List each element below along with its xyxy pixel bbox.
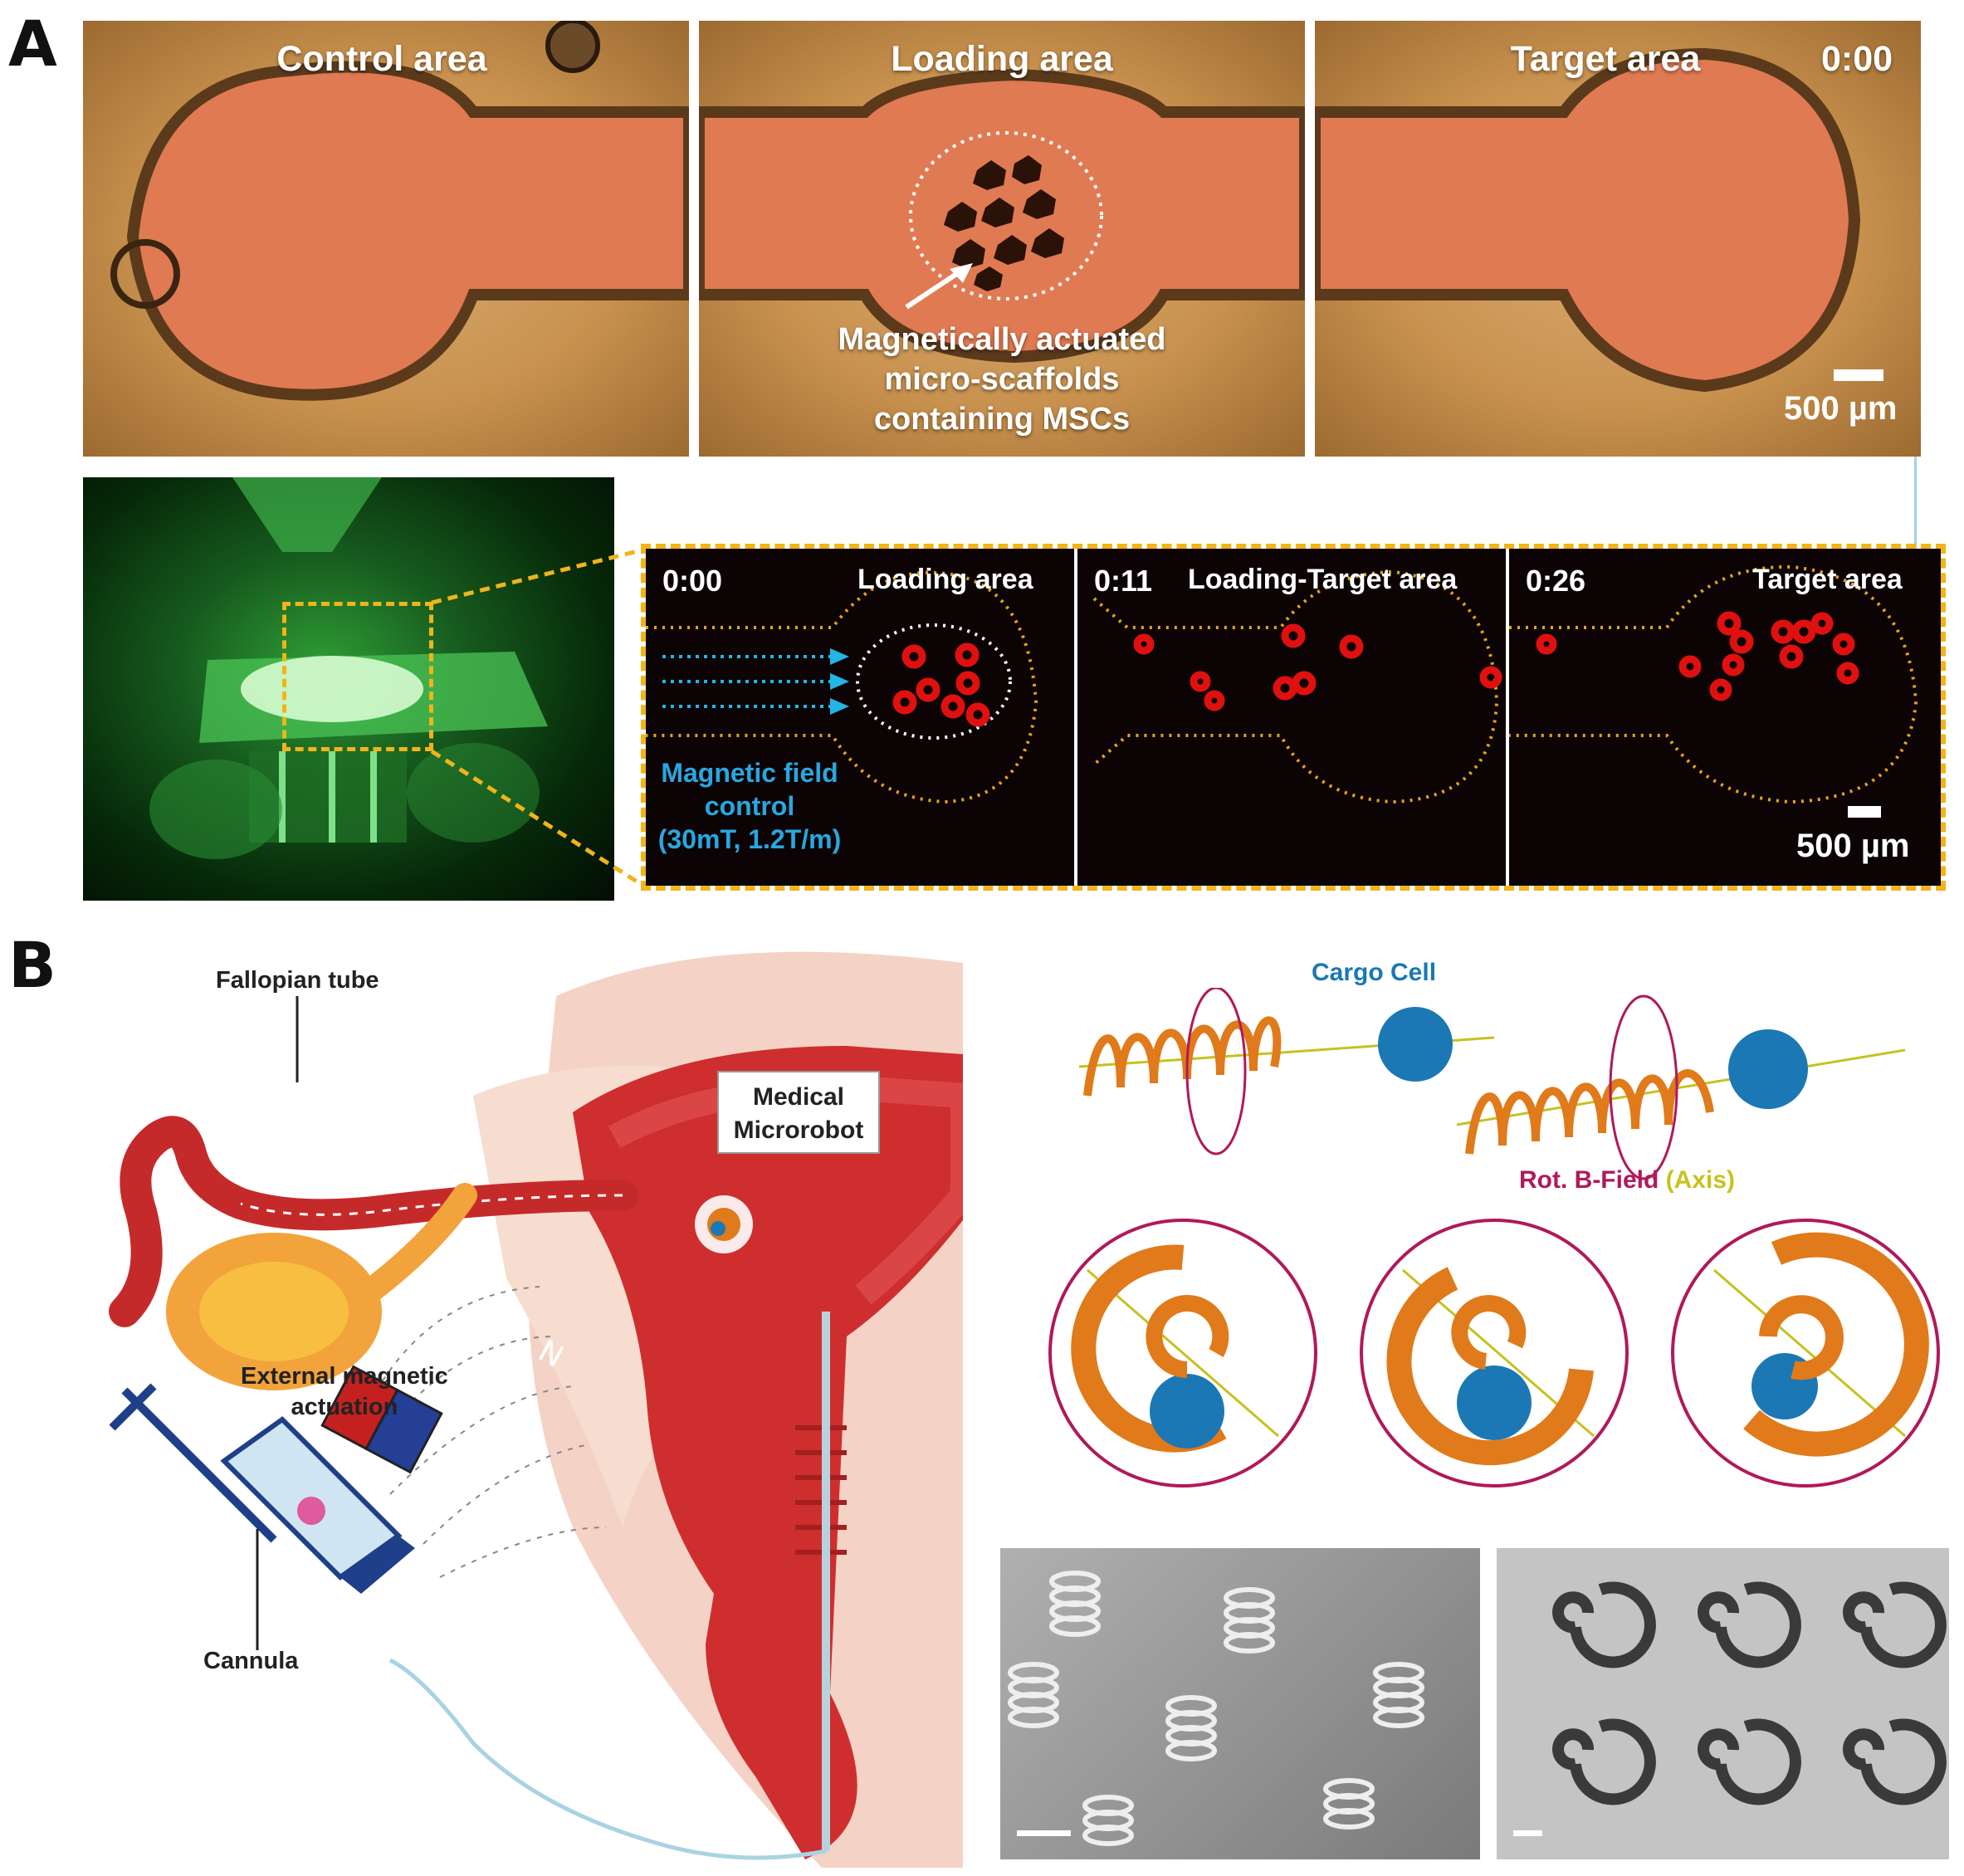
fluo-channel-2 [1092, 569, 1502, 804]
field-label-line-3: (30mT, 1.2T/m) [657, 824, 842, 854]
fluo-time-2: 0:11 [1094, 564, 1153, 598]
loading-chamber-drawing [699, 68, 1305, 364]
external-label-line-1: External magnetic [241, 1363, 448, 1390]
sem-spirals-image [1497, 1548, 1949, 1859]
syringe [109, 1383, 415, 1594]
time-stamp-top: 0:00 [1821, 39, 1893, 79]
field-label-line-2: control [704, 791, 795, 821]
target-chamber-drawing [1315, 47, 1861, 393]
setup-illustration [149, 477, 548, 859]
uterus-illustration [109, 951, 963, 1868]
panel-a-label: A [8, 7, 57, 81]
helix-cargo-illustration [1078, 988, 1906, 1180]
cannula-label: Cannula [203, 1648, 299, 1674]
loading-area-title: Loading area [891, 39, 1113, 79]
target-area-micrograph: Target area 0:00 500 µm [1315, 21, 1921, 457]
control-chamber-drawing [110, 21, 689, 401]
rot-b-field-axis: (Axis) [1665, 1166, 1736, 1194]
sem-helices-drawing [1008, 1571, 1424, 1846]
connector-line [1914, 457, 1917, 548]
fluo-title-1: Loading area [857, 564, 1033, 595]
spiral-robot-3 [1671, 1219, 1940, 1488]
magnetic-field-control-label: Magnetic field control (30mT, 1.2T/m) [650, 756, 849, 856]
cannula-leader [256, 1529, 259, 1650]
fallopian-tube-label: Fallopian tube [216, 967, 379, 994]
field-label-line-1: Magnetic field [661, 758, 838, 788]
cargo-cell-label: Cargo Cell [1312, 959, 1437, 986]
sem-spirals-drawing [1552, 1581, 1947, 1805]
zoom-box [282, 602, 433, 751]
fluo-channel-3 [1509, 564, 1918, 804]
target-area-title: Target area [1510, 39, 1701, 79]
external-magnetic-actuation-label: External magnetic actuation [241, 1361, 448, 1423]
sem-helices-image [1000, 1548, 1480, 1859]
fluorescence-panel-26s: 0:26 Target area 500 µm [1509, 549, 1941, 886]
annotation-line-2: micro-scaffolds [884, 362, 1120, 397]
annotation-line-1: Magnetically actuated [838, 322, 1166, 357]
scale-bar-top [1834, 369, 1883, 381]
scale-label-bottom: 500 µm [1796, 828, 1910, 864]
fluorescence-frame [641, 544, 1946, 891]
experimental-setup-photo [83, 477, 614, 901]
rot-b-field-label: Rot. B-Field (Axis) [1519, 1166, 1735, 1194]
fluorescence-panel-0s: 0:00 Loading area Magnetic field control… [646, 549, 1074, 886]
scale-bar-bottom [1848, 806, 1881, 818]
scale-label-top: 500 µm [1784, 390, 1898, 427]
spiral-robot-1 [1048, 1219, 1317, 1488]
zoom-connector-lines [430, 548, 642, 887]
rotating-spiral-robots [1048, 1219, 1940, 1488]
fluo-time-1: 0:00 [662, 564, 723, 598]
rot-b-field-main: Rot. B-Field [1519, 1166, 1666, 1194]
fallopian-tube-leader [296, 996, 299, 1082]
fluo-time-3: 0:26 [1526, 564, 1586, 598]
microrobot-label-line-2: Microrobot [733, 1116, 864, 1144]
fluo-title-2: Loading-Target area [1188, 564, 1458, 595]
fluo-title-3: Target area [1752, 564, 1903, 595]
sem-scale-bar-2 [1513, 1830, 1542, 1836]
control-area-title: Control area [276, 39, 487, 79]
microrobot-label-line-1: Medical [752, 1083, 845, 1111]
sem-scale-bar-1 [1017, 1830, 1071, 1836]
annotation-line-3: containing MSCs [873, 402, 1131, 437]
bar-magnet [320, 1365, 443, 1474]
scaffold-annotation: Magnetically actuated micro-scaffolds co… [699, 320, 1305, 439]
medical-microrobot-callout: Medical Microrobot [717, 1071, 880, 1154]
control-area-micrograph: Control area [83, 21, 689, 457]
fluorescence-panel-11s: 0:11 Loading-Target area [1077, 549, 1506, 886]
fluo-channel-1 [646, 570, 1038, 804]
spiral-robot-2 [1360, 1219, 1629, 1488]
external-label-line-2: actuation [291, 1394, 398, 1420]
panel-b-label: B [8, 928, 56, 1002]
loading-area-micrograph: Loading area Magnetically actuated micro… [699, 21, 1305, 457]
